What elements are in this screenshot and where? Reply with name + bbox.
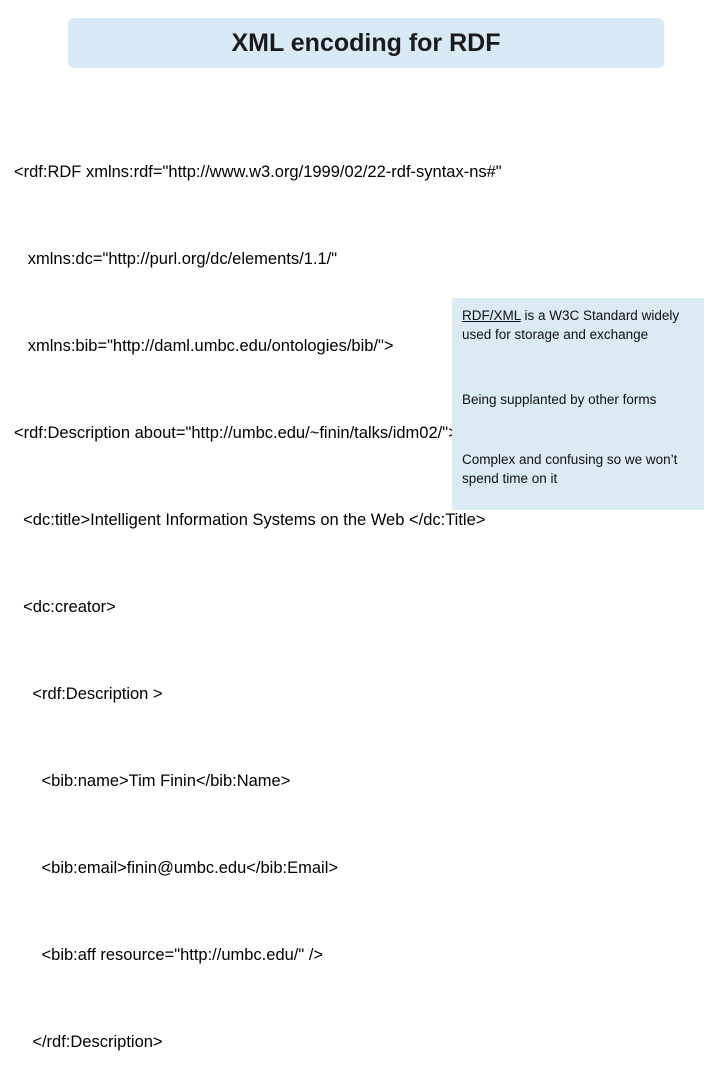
code-line: <dc:creator> [14, 598, 116, 616]
code-line: <bib:aff resource="http://umbc.edu/" /> [14, 946, 324, 964]
code-line: <rdf:Description > [14, 685, 163, 703]
note-link-label: RDF/XML [462, 308, 521, 323]
notes-panel: RDF/XML is a W3C Standard widely used fo… [452, 298, 704, 510]
note-text: Being supplanted by other forms [462, 392, 657, 407]
code-line: <rdf:Description about="http://umbc.edu/… [14, 424, 458, 442]
note-text: Complex and confusing so we won’t spend … [462, 452, 678, 486]
note-paragraph: Complex and confusing so we won’t spend … [462, 450, 696, 488]
slide-title-bar: XML encoding for RDF [68, 18, 664, 68]
code-line: <rdf:RDF xmlns:rdf="http://www.w3.org/19… [14, 163, 502, 181]
page-title: XML encoding for RDF [231, 29, 501, 57]
rdf-xml-code-block: <rdf:RDF xmlns:rdf="http://www.w3.org/19… [14, 100, 704, 1080]
slide-canvas: XML encoding for RDF <rdf:RDF xmlns:rdf=… [14, 18, 704, 1051]
note-paragraph: RDF/XML is a W3C Standard widely used fo… [462, 306, 696, 344]
code-line: </rdf:Description> [14, 1033, 163, 1051]
code-line: xmlns:bib="http://daml.umbc.edu/ontologi… [14, 337, 394, 355]
code-line: <bib:name>Tim Finin</bib:Name> [14, 772, 291, 790]
note-paragraph: Being supplanted by other forms [462, 390, 696, 409]
code-line: xmlns:dc="http://purl.org/dc/elements/1.… [14, 250, 338, 268]
code-line: <bib:email>finin@umbc.edu</bib:Email> [14, 859, 339, 877]
note-text: is a W3C Standard widely used for storag… [462, 308, 680, 342]
code-line: <dc:title>Intelligent Information System… [14, 511, 486, 529]
